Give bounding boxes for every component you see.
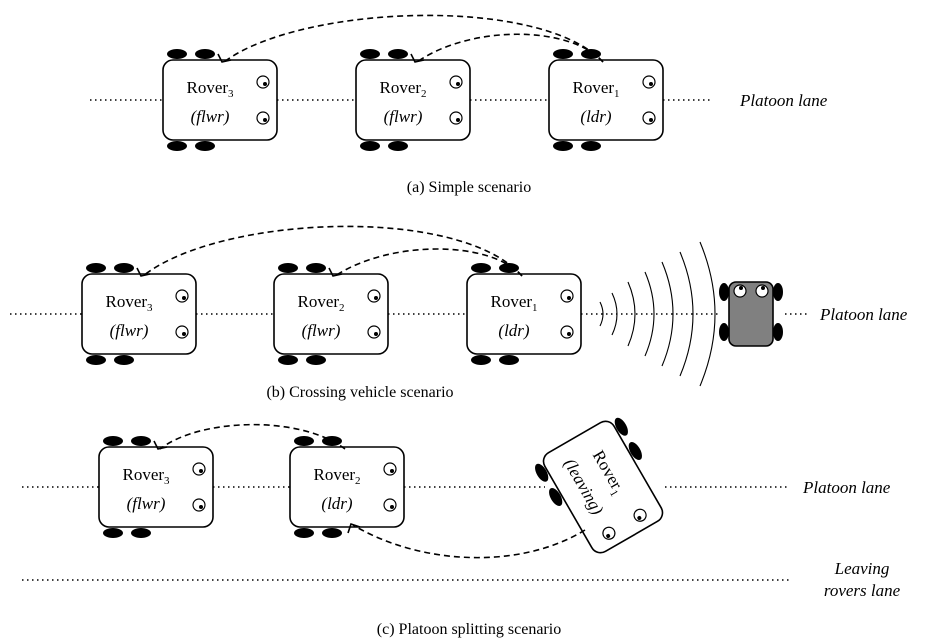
leaving-lane-label-line2: rovers lane: [824, 581, 901, 600]
arrowhead: [328, 267, 343, 277]
rover-3: Rover3 (flwr): [98, 435, 214, 539]
link-leader-to-rover2: [416, 33, 604, 63]
link-leader-to-rover3: [142, 225, 523, 277]
caption: (c) Platoon splitting scenario: [377, 621, 561, 638]
rover-label: Rover3: [122, 465, 170, 487]
rover-role: (flwr): [110, 321, 149, 340]
arrowhead: [347, 522, 361, 534]
rover-role: (flwr): [384, 107, 423, 126]
rover-label: Rover1: [572, 78, 619, 100]
arrowhead: [217, 53, 232, 63]
rover-label: Rover2: [313, 465, 360, 487]
rover-role: (flwr): [191, 107, 230, 126]
link-leaving-to-leader: [352, 524, 586, 559]
rover-2: Rover2 (flwr): [273, 262, 389, 366]
link-leader-to-rover3: [223, 14, 604, 63]
caption: (b) Crossing vehicle scenario: [266, 384, 453, 401]
link-leader-to-rover2: [334, 248, 523, 277]
sensing-waves: [599, 241, 716, 387]
rover-3: Rover3 (flwr): [81, 262, 197, 366]
arrowhead: [153, 440, 168, 450]
rover-role: (flwr): [127, 494, 166, 513]
arrowhead: [410, 53, 425, 63]
rover-role: (ldr): [580, 107, 612, 126]
caption: (a) Simple scenario: [407, 179, 531, 196]
lane-label: Platoon lane: [819, 305, 908, 324]
link-leader-to-rover3: [159, 423, 346, 450]
rover-role: (ldr): [498, 321, 530, 340]
rover-3: Rover3 (flwr): [162, 48, 278, 152]
rover-label: Rover2: [379, 78, 426, 100]
crossing-vehicle-body: [728, 281, 774, 347]
rover-2: Rover2 (ldr): [289, 435, 405, 539]
crossing-vehicle: [719, 281, 783, 347]
rover-label: Rover3: [186, 78, 234, 100]
rover-1: Rover1 (ldr): [466, 262, 582, 366]
rover-role: (ldr): [321, 494, 353, 513]
scenario-c: Rover3 (flwr) Rover2 (ldr) Rover1 (leavi…: [22, 411, 901, 638]
rover-1-leaving: Rover1 (leaving): [529, 411, 677, 563]
scenario-a: Rover3 (flwr) Rover2 (flwr) Rover1 (ldr)…: [90, 14, 828, 196]
rover-label: Rover2: [297, 292, 344, 314]
rover-role: (flwr): [302, 321, 341, 340]
scenario-b: Rover3 (flwr) Rover2 (flwr) Rover1 (ldr): [10, 225, 908, 401]
arrowhead: [136, 267, 151, 277]
lane-label: Platoon lane: [739, 91, 828, 110]
rover-label: Rover1: [490, 292, 537, 314]
lane-label: Platoon lane: [802, 478, 891, 497]
rover-label: Rover3: [105, 292, 153, 314]
rover-1: Rover1 (ldr): [548, 48, 664, 152]
rover-2: Rover2 (flwr): [355, 48, 471, 152]
leaving-lane-label-line1: Leaving: [834, 559, 890, 578]
